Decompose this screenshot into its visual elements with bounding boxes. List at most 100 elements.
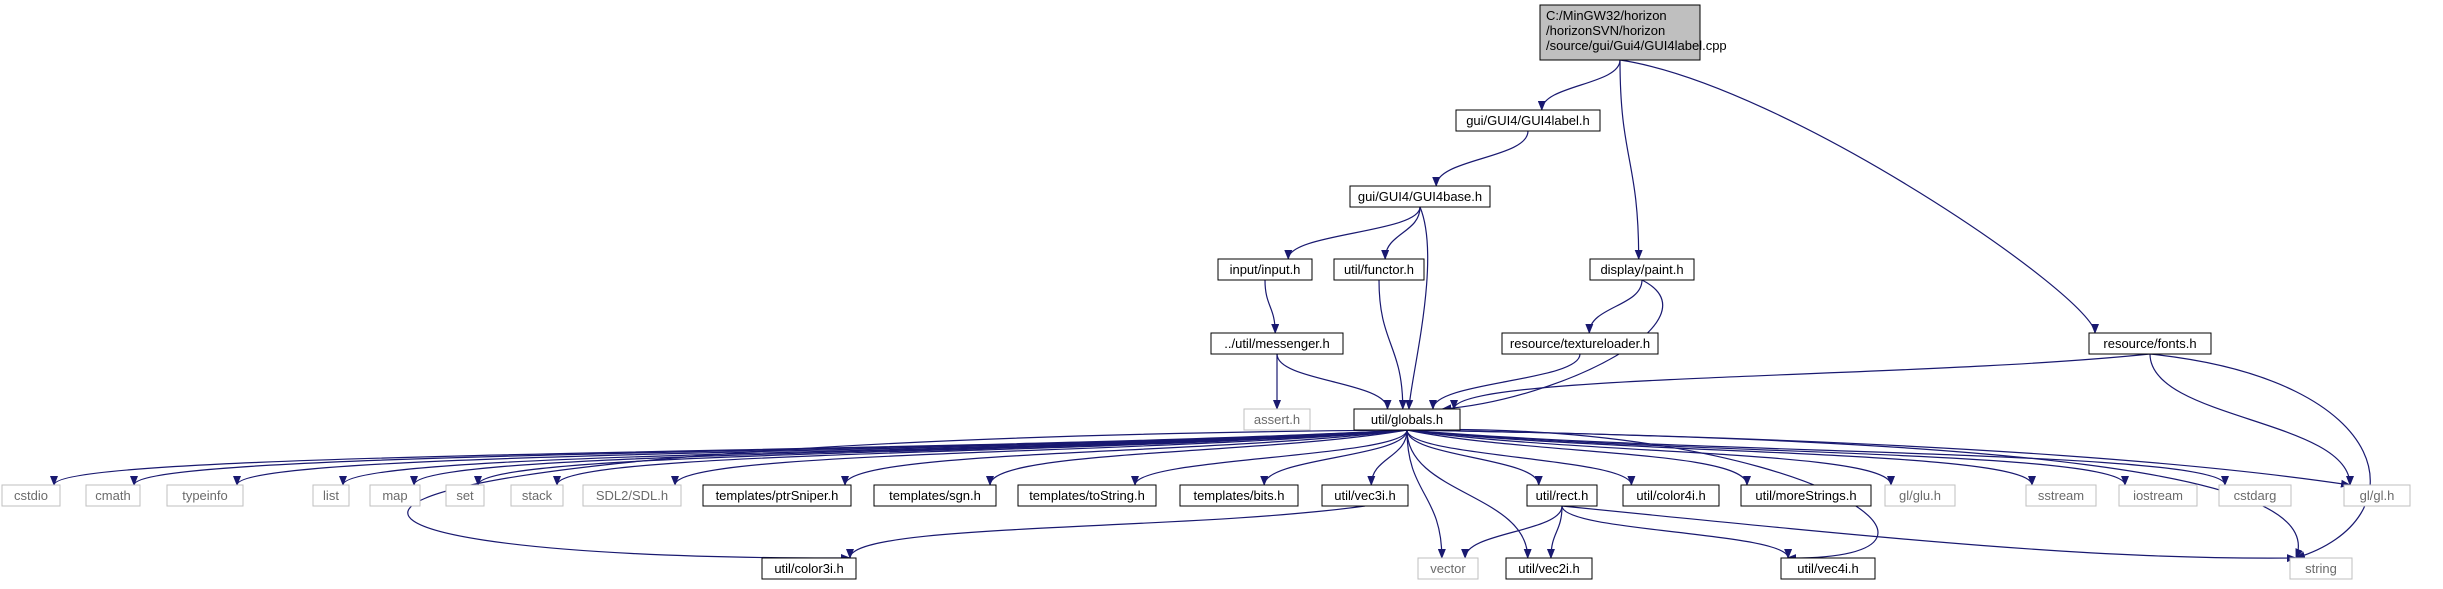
node-label: templates/bits.h <box>1193 488 1284 503</box>
node-bits-h[interactable]: templates/bits.h <box>1179 484 1299 507</box>
node-input-h[interactable]: input/input.h <box>1217 258 1313 281</box>
node-cstdio: cstdio <box>1 484 61 507</box>
node-set: set <box>445 484 485 507</box>
node-label: gl/gl.h <box>2360 488 2395 503</box>
node-globals-h[interactable]: util/globals.h <box>1353 408 1461 431</box>
node-box <box>166 484 244 507</box>
node-box <box>1539 4 1701 61</box>
node-gl-h: gl/gl.h <box>2343 484 2411 507</box>
node-paint-h[interactable]: display/paint.h <box>1589 258 1695 281</box>
edge-vec3i_h-to-color3i_h <box>846 505 1366 559</box>
node-label: string <box>2305 561 2337 576</box>
node-map: map <box>369 484 421 507</box>
node-glu-h: gl/glu.h <box>1884 484 1956 507</box>
node-rect-h[interactable]: util/rect.h <box>1526 484 1598 507</box>
node-textureloader-h[interactable]: resource/textureloader.h <box>1501 332 1659 355</box>
node-box <box>1501 332 1659 355</box>
edge-globals_h-to-sstream <box>1406 429 2036 486</box>
edge-rect_h-to-string <box>1561 505 2297 563</box>
edge-globals_h-to-cmath <box>130 429 1408 486</box>
node-label: cstdio <box>14 488 48 503</box>
node-messenger-h[interactable]: ../util/messenger.h <box>1210 332 1344 355</box>
edge-root-to-fonts_h <box>1619 59 2099 334</box>
node-box <box>582 484 682 507</box>
node-box <box>2218 484 2292 507</box>
node-label: cmath <box>95 488 130 503</box>
node-gui4label-h[interactable]: gui/GUI4/GUI4label.h <box>1455 109 1601 132</box>
node-label: util/functor.h <box>1344 262 1414 277</box>
node-label: resource/fonts.h <box>2103 336 2196 351</box>
node-box <box>85 484 141 507</box>
node-ptrsniper-h[interactable]: templates/ptrSniper.h <box>702 484 852 507</box>
node-label: util/vec4i.h <box>1797 561 1858 576</box>
node-list: list <box>312 484 350 507</box>
node-label: list <box>323 488 339 503</box>
node-box <box>1217 258 1313 281</box>
node-box <box>1526 484 1598 507</box>
node-root[interactable]: C:/MinGW32/horizon/horizonSVN/horizon/so… <box>1539 4 1727 61</box>
node-label: stack <box>522 488 553 503</box>
node-string: string <box>2289 557 2353 580</box>
node-cmath: cmath <box>85 484 141 507</box>
node-label: templates/ptrSniper.h <box>716 488 839 503</box>
edge-messenger_h-to-globals_h <box>1276 353 1392 410</box>
node-box <box>2088 332 2212 355</box>
node-color3i-h[interactable]: util/color3i.h <box>761 557 857 580</box>
node-label: input/input.h <box>1230 262 1301 277</box>
edge-globals_h-to-tostring_h <box>1131 429 1408 486</box>
node-box <box>2118 484 2198 507</box>
node-box <box>1353 408 1461 431</box>
node-box <box>1243 408 1311 431</box>
edge-globals_h-to-vector <box>1406 429 1446 559</box>
node-sgn-h[interactable]: templates/sgn.h <box>873 484 997 507</box>
node-label: ../util/messenger.h <box>1224 336 1330 351</box>
node-label: SDL2/SDL.h <box>596 488 668 503</box>
edge-input_h-to-messenger_h <box>1264 279 1280 334</box>
node-label: display/paint.h <box>1600 262 1683 277</box>
node-label: templates/sgn.h <box>889 488 981 503</box>
edge-globals_h-to-morestrings_h <box>1406 429 1751 486</box>
node-fonts-h[interactable]: resource/fonts.h <box>2088 332 2212 355</box>
edge-rect_h-to-vec2i_h <box>1546 505 1563 559</box>
node-box <box>445 484 485 507</box>
node-label: /horizonSVN/horizon <box>1546 23 1665 38</box>
edge-paint_h-to-globals_h <box>1441 279 1664 413</box>
node-box <box>1622 484 1720 507</box>
node-vec4i-h[interactable]: util/vec4i.h <box>1780 557 1876 580</box>
node-cstdarg: cstdarg <box>2218 484 2292 507</box>
edge-gui4base_h-to-globals_h <box>1405 206 1429 410</box>
edge-globals_h-to-string <box>1406 429 2303 559</box>
node-vec3i-h[interactable]: util/vec3i.h <box>1321 484 1409 507</box>
edge-globals_h-to-set <box>474 429 1408 486</box>
edge-globals_h-to-vec3i_h <box>1367 429 1408 486</box>
node-box <box>369 484 421 507</box>
node-sdl-h: SDL2/SDL.h <box>582 484 682 507</box>
node-functor-h[interactable]: util/functor.h <box>1333 258 1425 281</box>
node-label: util/color3i.h <box>774 561 843 576</box>
node-label: C:/MinGW32/horizon <box>1546 8 1667 23</box>
node-box <box>1589 258 1695 281</box>
node-box <box>1 484 61 507</box>
node-label: util/rect.h <box>1536 488 1589 503</box>
node-box <box>1780 557 1876 580</box>
node-vec2i-h[interactable]: util/vec2i.h <box>1505 557 1593 580</box>
edge-globals_h-to-glu_h <box>1406 429 1895 486</box>
node-label: map <box>382 488 407 503</box>
edge-gui4base_h-to-functor_h <box>1381 206 1421 260</box>
node-tostring-h[interactable]: templates/toString.h <box>1017 484 1157 507</box>
edge-globals_h-to-sdl_h <box>671 429 1408 486</box>
node-morestrings-h[interactable]: util/moreStrings.h <box>1740 484 1872 507</box>
node-assert-h: assert.h <box>1243 408 1311 431</box>
node-label: sstream <box>2038 488 2084 503</box>
node-label: assert.h <box>1254 412 1300 427</box>
edges-layer <box>50 59 2371 563</box>
node-label: /source/gui/Gui4/GUI4label.cpp <box>1546 38 1727 53</box>
node-color4i-h[interactable]: util/color4i.h <box>1622 484 1720 507</box>
edge-root-to-paint_h <box>1619 59 1643 260</box>
node-box <box>1321 484 1409 507</box>
edge-fonts_h-to-globals_h <box>1450 353 2151 410</box>
node-gui4base-h[interactable]: gui/GUI4/GUI4base.h <box>1349 185 1491 208</box>
edge-gui4base_h-to-input_h <box>1284 206 1421 260</box>
node-label: resource/textureloader.h <box>1510 336 1650 351</box>
edge-rect_h-to-vector <box>1461 505 1563 559</box>
